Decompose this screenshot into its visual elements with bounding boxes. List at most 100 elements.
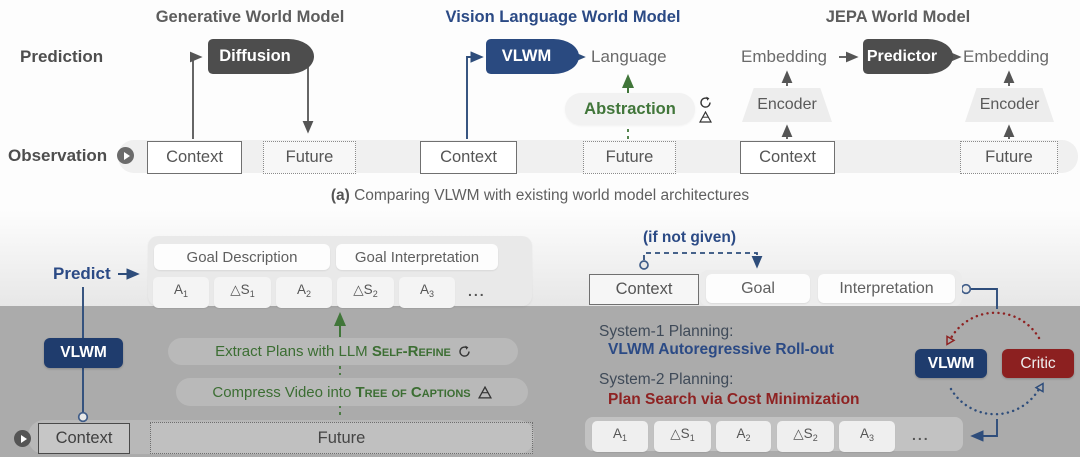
extract-plans-text: Extract Plans with LLM Self-Refine <box>215 343 451 360</box>
goal-label: Goal <box>741 279 775 297</box>
loop-vlwm-box: VLWM <box>915 349 987 378</box>
system2-label: System-2 Planning: <box>599 371 734 388</box>
system1-value: VLWM Autoregressive Roll-out <box>608 341 834 358</box>
context-label: Context <box>759 148 816 166</box>
action-label: A <box>736 426 746 441</box>
state-subscript: 1 <box>249 289 255 299</box>
action-subscript: 3 <box>869 433 875 443</box>
background-top <box>0 0 1080 210</box>
abstraction-label: Abstraction <box>584 99 676 118</box>
vlwm-label: VLWM <box>60 344 107 361</box>
context-label: Context <box>615 280 673 298</box>
jepa-future-box: Future <box>960 141 1058 174</box>
context-label: Context <box>166 148 223 166</box>
tree-icon <box>477 385 492 399</box>
bottom-future-box: Future <box>150 422 533 454</box>
vlwm-label: VLWM <box>501 47 552 65</box>
vlwm-model-shape: VLWM <box>486 39 579 74</box>
action-subscript: 2 <box>306 289 312 299</box>
observation-row-band <box>118 140 1078 173</box>
critic-box: Critic <box>1002 349 1074 378</box>
state-subscript: 1 <box>689 433 695 443</box>
title-generative: Generative World Model <box>155 8 345 26</box>
refresh-icon <box>459 345 470 357</box>
figure-caption: (a) Comparing VLWM with existing world m… <box>0 187 1080 205</box>
compress-video-pill: Compress Video into Tree of Captions <box>176 378 528 406</box>
state-label: △S <box>670 426 690 441</box>
state-label: △S <box>793 426 813 441</box>
interpretation-label: Interpretation <box>839 279 934 297</box>
action-subscript: 1 <box>622 433 628 443</box>
play-icon-bottom <box>14 430 31 447</box>
vlwm-context-box: Context <box>420 141 517 174</box>
state-subscript: 2 <box>372 289 378 299</box>
title-jepa: JEPA World Model <box>825 8 971 26</box>
vlwm-label: VLWM <box>927 354 975 372</box>
caption-text: Comparing VLWM with existing world model… <box>349 187 750 204</box>
interpretation-box: Interpretation <box>818 274 955 303</box>
predictor-label: Predictor <box>866 47 938 65</box>
play-triangle-icon <box>123 151 130 160</box>
right-context-box: Context <box>589 274 699 305</box>
play-triangle-icon <box>20 434 27 443</box>
bottom-observation-band <box>28 420 534 454</box>
vlwm-future-box: Future <box>583 141 676 174</box>
play-icon <box>117 147 134 164</box>
self-refine-label: Self-Refine <box>371 343 451 360</box>
encoder-label: Encoder <box>979 96 1040 113</box>
sequence-ellipsis: ... <box>912 427 930 443</box>
goal-box: Goal <box>706 274 810 303</box>
context-label: Context <box>440 148 497 166</box>
diffusion-label: Diffusion <box>219 47 291 65</box>
encoder-label: Encoder <box>757 96 817 113</box>
encoder-left-shape: Encoder <box>742 88 832 122</box>
future-label: Future <box>285 148 334 166</box>
right-sequence-panel <box>585 417 963 451</box>
vlwm-box-bottom: VLWM <box>44 338 123 368</box>
compress-video-text: Compress Video into Tree of Captions <box>212 384 470 401</box>
diffusion-model-shape: Diffusion <box>208 39 314 74</box>
caption-index: (a) <box>330 187 350 204</box>
predict-label: Predict <box>53 264 111 283</box>
predictor-model-shape: Predictor <box>863 39 953 74</box>
context-label: Context <box>55 429 113 447</box>
row-label-prediction: Prediction <box>20 47 104 66</box>
if-not-given-label: (if not given) <box>643 229 736 246</box>
extract-plans-prefix: Extract Plans with LLM <box>215 343 372 360</box>
title-vlwm: Vision Language World Model <box>445 8 681 26</box>
action-label: A <box>173 282 183 297</box>
tree-of-captions-label: Tree of Captions <box>355 383 471 401</box>
action-subscript: 2 <box>745 433 751 443</box>
future-label: Future <box>985 148 1033 166</box>
action-label: A <box>612 426 622 441</box>
abstraction-pill: Abstraction <box>565 93 695 125</box>
compress-video-prefix: Compress Video into <box>212 383 356 401</box>
generative-future-box: Future <box>263 141 356 174</box>
state-subscript: 2 <box>812 433 818 443</box>
sequence-ellipsis: ... <box>468 283 486 299</box>
action-label: A <box>419 282 429 297</box>
tree-icon <box>699 111 712 123</box>
critic-label: Critic <box>1020 354 1056 372</box>
refresh-icon <box>700 96 711 108</box>
future-label: Future <box>605 148 654 166</box>
embedding-left-label: Embedding <box>741 47 828 66</box>
action-label: A <box>859 426 869 441</box>
action-label: A <box>296 282 306 297</box>
state-label: △S <box>230 282 250 297</box>
row-label-observation: Observation <box>8 146 108 165</box>
goal-interpretation-label: Goal Interpretation <box>354 248 480 266</box>
future-label: Future <box>317 428 366 447</box>
action-subscript: 1 <box>183 289 189 299</box>
language-label: Language <box>591 47 667 66</box>
encoder-right-shape: Encoder <box>965 88 1054 122</box>
generative-context-box: Context <box>147 141 242 174</box>
